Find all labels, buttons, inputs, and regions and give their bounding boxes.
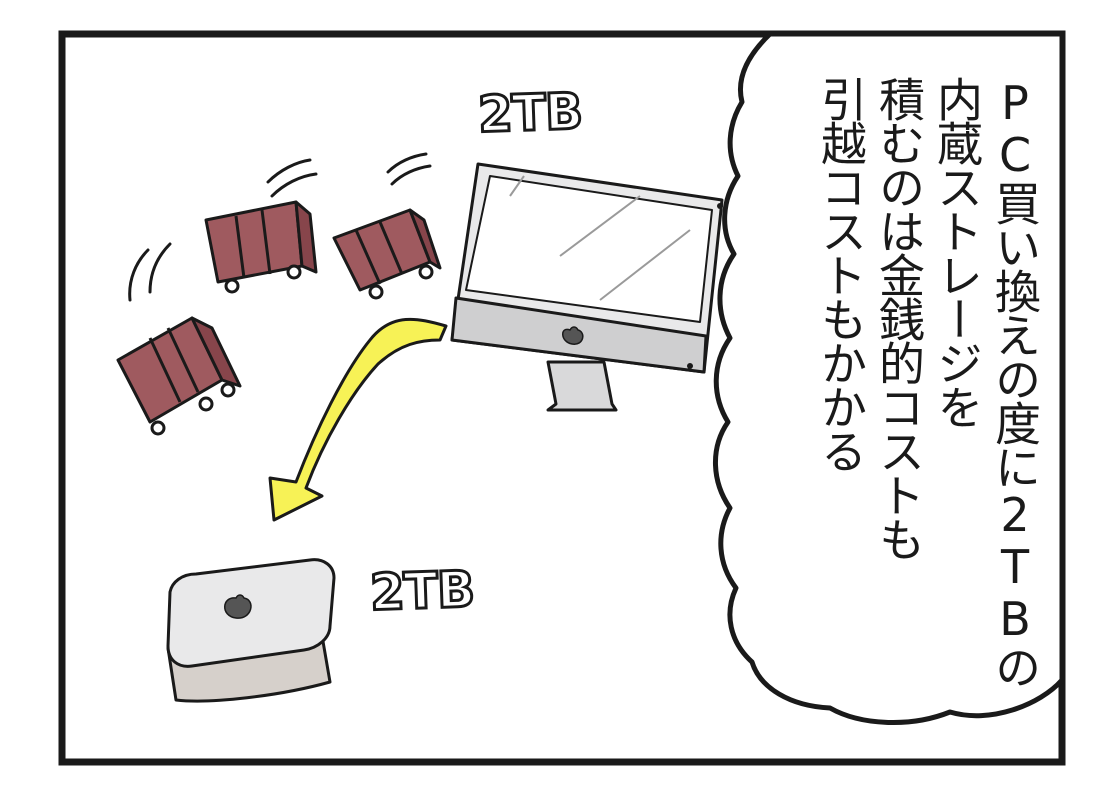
luggage-1 bbox=[116, 316, 242, 436]
luggage-3 bbox=[332, 208, 442, 300]
luggage-2 bbox=[204, 200, 318, 294]
imac bbox=[450, 162, 724, 412]
monologue-line-4: 引越コストもかかる bbox=[814, 76, 868, 472]
thought-bubble bbox=[713, 31, 1065, 725]
imac-storage-label: 2TB bbox=[476, 81, 585, 146]
monologue-line-3: 積むのは金銭的コストも bbox=[872, 76, 926, 560]
monologue-line-1: PC買い換えの度に2TBの bbox=[988, 76, 1042, 688]
mac-mini-storage-label: 2TB bbox=[368, 559, 477, 624]
mac-mini bbox=[166, 558, 336, 703]
monologue-text: PC買い換えの度に2TBの 内蔵ストレージを 積むのは金銭的コストも 引越コスト… bbox=[814, 76, 1042, 716]
monologue-line-2: 内蔵ストレージを bbox=[930, 76, 984, 428]
motion-lines bbox=[128, 152, 432, 302]
transfer-arrow bbox=[268, 317, 448, 522]
